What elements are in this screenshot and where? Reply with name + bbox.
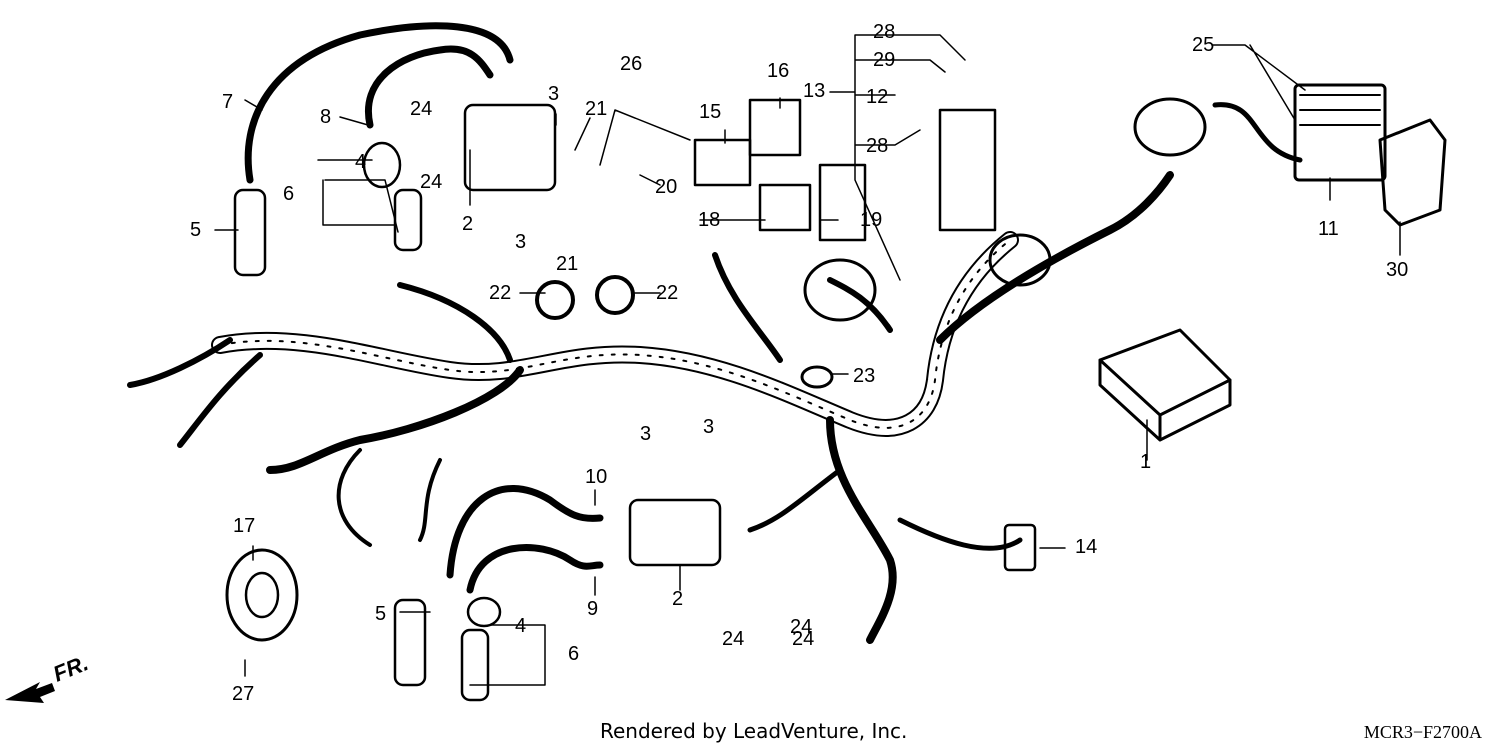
part-number-label: 10 <box>585 466 607 488</box>
part-number-label: 28 <box>866 135 888 157</box>
ignition-control-unit <box>1098 328 1232 442</box>
part-number-label: 7 <box>222 91 233 113</box>
part-number-label: 2 <box>672 588 683 610</box>
part-number-label: 30 <box>1386 259 1408 281</box>
direction-label: FR. <box>50 650 92 686</box>
part-number-label: 21 <box>556 253 578 275</box>
part-number-label: 24 <box>722 628 744 650</box>
part-number-label: 22 <box>489 282 511 304</box>
part-number-label: 23 <box>853 365 875 387</box>
part-number-label: 17 <box>233 515 255 537</box>
part-number-label: 20 <box>655 176 677 198</box>
relay-18 <box>758 183 812 232</box>
horn-icon <box>225 548 299 642</box>
part-number-label: 22 <box>656 282 678 304</box>
part-number-label: 5 <box>375 603 386 625</box>
part-number-label: 3 <box>548 83 559 105</box>
part-number-label: 5 <box>190 219 201 241</box>
part-number-label: 14 <box>1075 536 1097 558</box>
plug-wire-7 <box>244 22 514 184</box>
part-number-label: 24 <box>420 171 442 193</box>
part-number-label: 12 <box>866 86 888 108</box>
part-number-label: 9 <box>587 598 598 620</box>
main-harness <box>211 231 1019 437</box>
part-number-label: 4 <box>355 151 366 173</box>
relay-15 <box>693 138 752 187</box>
box-16 <box>748 98 802 157</box>
part-number-label: 3 <box>515 231 526 253</box>
part-number-label: 15 <box>699 101 721 123</box>
part-number-label: 24 <box>790 616 812 638</box>
plug-cap-top <box>233 188 267 277</box>
part-number-label: 1 <box>1140 451 1151 473</box>
part-number-label: 25 <box>1192 34 1214 56</box>
ignition-coil-top <box>463 103 557 192</box>
part-number-label: 2 <box>462 213 473 235</box>
part-number-label: 3 <box>703 416 714 438</box>
plug-wire-8 <box>365 45 494 129</box>
fuse-box <box>938 108 997 232</box>
part-number-label: 19 <box>860 209 882 231</box>
part-number-label: 29 <box>873 49 895 71</box>
ignition-coil-bottom <box>628 498 722 567</box>
part-number-label: 13 <box>803 80 825 102</box>
part-number-label: 3 <box>640 423 651 445</box>
plug-cap-bottom <box>393 598 427 687</box>
part-number-label: 18 <box>698 209 720 231</box>
part-number-label: 11 <box>1318 218 1339 240</box>
plug-wire-10 <box>446 485 604 579</box>
part-number-label: 28 <box>873 21 895 43</box>
part-number-label: 27 <box>232 683 254 705</box>
part-number-label: 6 <box>283 183 294 205</box>
part-number-label: 4 <box>515 615 526 637</box>
part-number-label: 24 <box>792 628 814 650</box>
part-number-label: 21 <box>585 98 607 120</box>
part-number-label: 8 <box>320 106 331 128</box>
drawing-code: MCR3−F2700A <box>1363 722 1482 742</box>
regulator-rectifier <box>1293 83 1387 182</box>
plug-wire-9 <box>466 544 604 594</box>
part-number-label: 26 <box>620 53 642 75</box>
front-direction-arrow <box>5 682 55 703</box>
part-number-label: 6 <box>568 643 579 665</box>
credit-text: Rendered by LeadVenture, Inc. <box>600 719 908 743</box>
part-number-label: 24 <box>410 98 432 120</box>
plate-30 <box>1378 118 1447 227</box>
box-19 <box>818 163 867 242</box>
part-number-label: 16 <box>767 60 789 82</box>
